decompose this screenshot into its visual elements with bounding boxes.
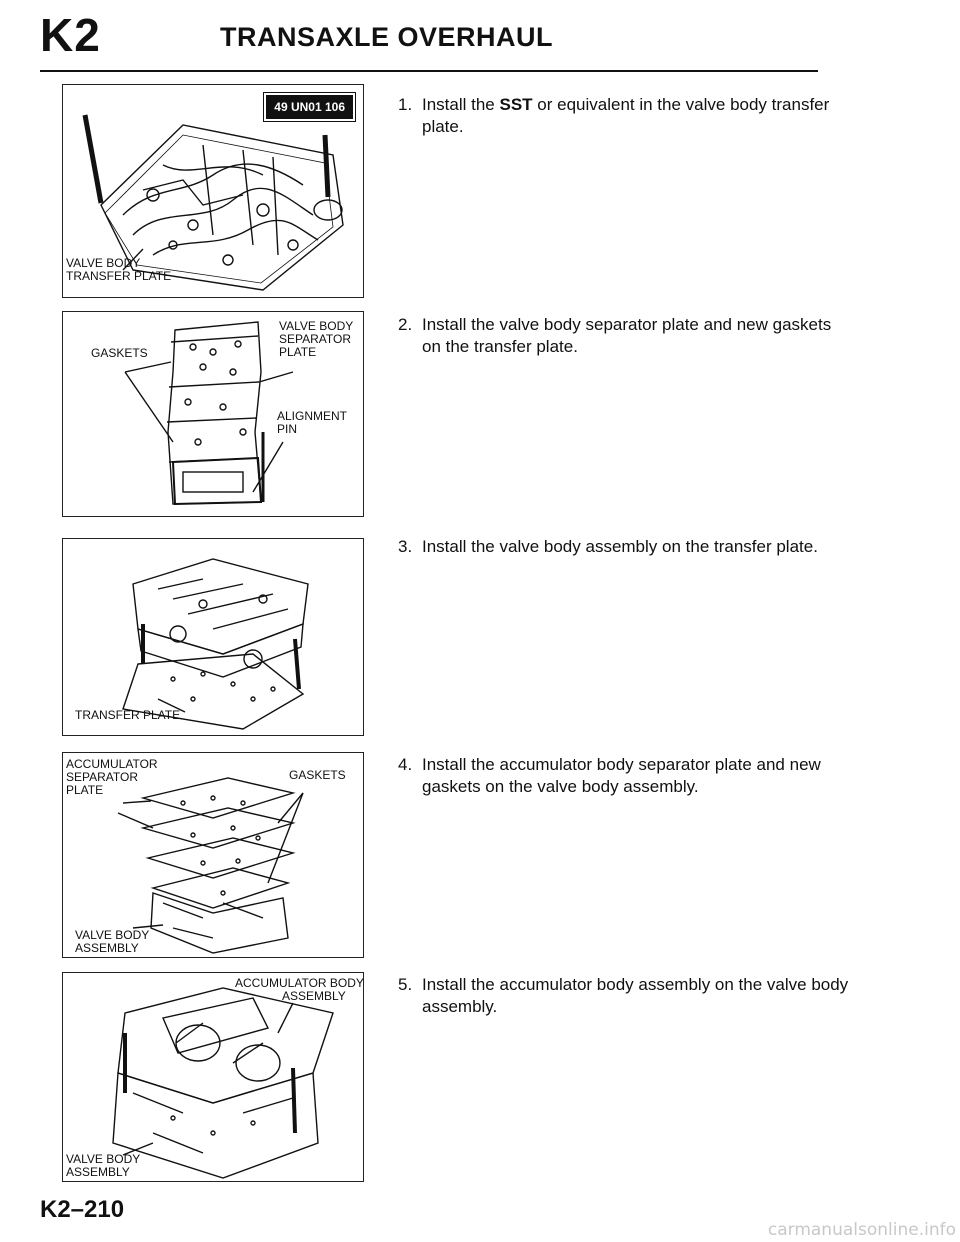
valve-body-assembly-illustration xyxy=(122,558,309,730)
sst-emphasis: SST xyxy=(499,95,533,114)
label-gaskets: GASKETS xyxy=(91,346,148,360)
accumulator-plates-illustration xyxy=(117,777,304,954)
label-accumulator-body-assembly: ACCUMULATOR BODY ASSEMBLY xyxy=(235,976,364,1003)
label-valve-body-assembly: VALVE BODY ASSEMBLY xyxy=(66,1152,141,1179)
figure-valve-body-on-transfer-plate: TRANSFER PLATE xyxy=(62,538,364,736)
accumulator-body-illustration xyxy=(112,987,334,1179)
valve-body-sst-illustration xyxy=(82,114,344,291)
figure-accumulator-body-assembly: ACCUMULATOR BODY ASSEMBLY VALVE BODY ASS… xyxy=(62,972,364,1182)
sst-number-tag: 49 UN01 106 xyxy=(263,92,356,122)
page-number: K2–210 xyxy=(40,1196,125,1223)
page-title: TRANSAXLE OVERHAUL xyxy=(220,22,554,52)
step-text: Install the SST or equivalent in the val… xyxy=(422,95,830,136)
label-alignment-pin: ALIGNMENT PIN xyxy=(277,409,348,436)
label-valve-body-assembly: VALVE BODY ASSEMBLY xyxy=(75,928,150,955)
figure-separator-plate-gaskets: GASKETS VALVE BODY SEPARATOR PLATE ALIGN… xyxy=(62,311,364,517)
label-valve-body-separator-plate: VALVE BODY SEPARATOR PLATE xyxy=(279,319,354,359)
step-number: 2. xyxy=(398,315,413,334)
label-gaskets: GASKETS xyxy=(289,768,346,782)
step-number: 3. xyxy=(398,537,413,556)
label-transfer-plate: TRANSFER PLATE xyxy=(75,708,181,722)
figure-accumulator-separator-plate: ACCUMULATOR SEPARATOR PLATE GASKETS VALV… xyxy=(62,752,364,958)
header-rule xyxy=(40,70,818,72)
separator-plate-illustration xyxy=(124,321,294,506)
step-5: 5. Install the accumulator body assembly… xyxy=(398,974,853,1018)
step-text: Install the valve body separator plate a… xyxy=(422,315,832,356)
step-number: 4. xyxy=(398,755,413,774)
watermark: carmanualsonline.info xyxy=(767,1220,956,1240)
step-2: 2. Install the valve body separator plat… xyxy=(398,314,853,358)
step-text: Install the accumulator body assembly on… xyxy=(422,975,849,1016)
step-number: 5. xyxy=(398,975,413,994)
label-accumulator-separator-plate: ACCUMULATOR SEPARATOR PLATE xyxy=(66,757,158,797)
step-1: 1. Install the SST or equivalent in the … xyxy=(398,94,853,138)
step-4: 4. Install the accumulator body separato… xyxy=(398,754,853,798)
step-3: 3. Install the valve body assembly on th… xyxy=(398,536,853,558)
step-text: Install the valve body assembly on the t… xyxy=(422,537,818,556)
section-code: K2 xyxy=(40,9,101,61)
step-number: 1. xyxy=(398,95,413,114)
step-text: Install the accumulator body separator p… xyxy=(422,755,821,796)
figure-sst-transfer-plate: 49 UN01 106 VALVE BODY TRANSFER PLATE xyxy=(62,84,364,298)
label-valve-body-transfer-plate: VALVE BODY TRANSFER PLATE xyxy=(66,256,172,283)
